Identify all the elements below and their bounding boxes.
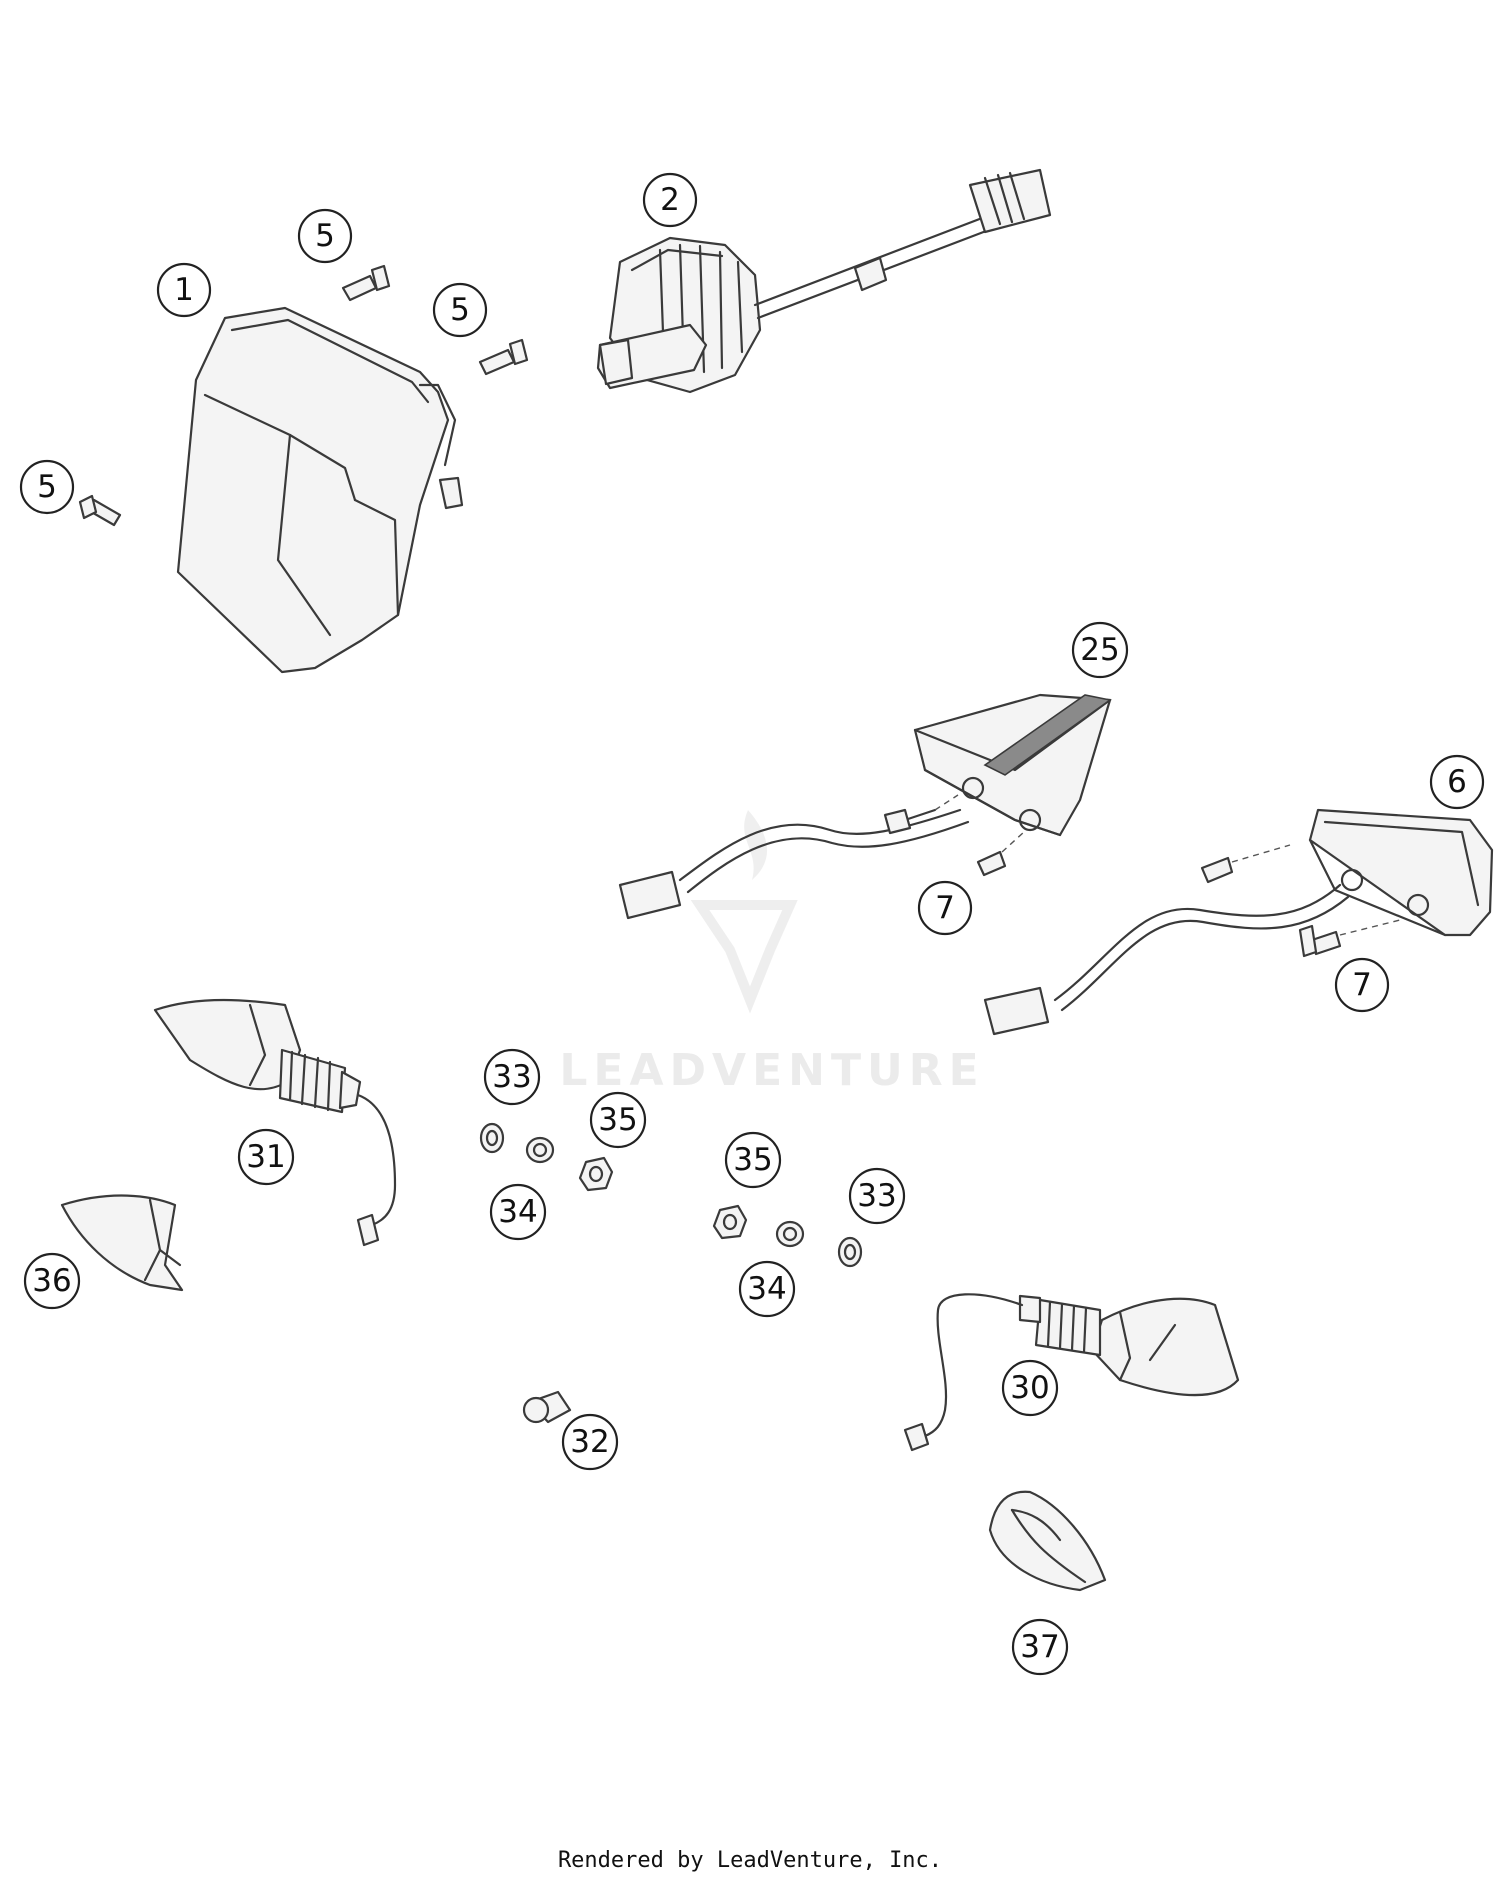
washer-34-left[interactable]	[525, 1136, 555, 1164]
indicator-bulb-32[interactable]	[522, 1390, 572, 1424]
callout-7-upper[interactable]: 7	[917, 880, 973, 936]
turn-signal-lens-37[interactable]	[988, 1490, 1107, 1592]
license-plate-light[interactable]	[618, 693, 1112, 920]
callout-25-label: 25	[1080, 632, 1119, 668]
screw-5-left[interactable]	[78, 494, 122, 527]
callout-6-label: 6	[1447, 764, 1467, 800]
callout-35-right[interactable]: 35	[724, 1131, 782, 1189]
turn-signal-30[interactable]	[903, 1293, 1240, 1452]
callout-37[interactable]: 37	[1011, 1618, 1069, 1676]
callout-1-label: 1	[174, 272, 194, 308]
washer-34-right[interactable]	[775, 1220, 805, 1248]
callout-7-lower[interactable]: 7	[1334, 957, 1390, 1013]
callout-35-left[interactable]: 35	[589, 1091, 647, 1149]
leadventure-watermark: LEADVENTURE	[559, 810, 984, 1096]
callout-7-upper-label: 7	[935, 890, 955, 926]
callout-30[interactable]: 30	[1001, 1359, 1059, 1417]
turn-signal-lens-36[interactable]	[60, 1194, 184, 1292]
callout-33-right[interactable]: 33	[848, 1167, 906, 1225]
callout-37-label: 37	[1020, 1629, 1059, 1665]
callout-32[interactable]: 32	[561, 1413, 619, 1471]
callout-35-left-label: 35	[598, 1102, 637, 1138]
callout-33-left[interactable]: 33	[483, 1048, 541, 1106]
callout-36[interactable]: 36	[23, 1252, 81, 1310]
callout-25[interactable]: 25	[1071, 621, 1129, 679]
callout-6[interactable]: 6	[1429, 754, 1485, 810]
callout-1[interactable]: 1	[156, 262, 212, 318]
callout-5-right[interactable]: 5	[432, 282, 488, 338]
callout-35-right-label: 35	[733, 1142, 772, 1178]
callout-5-top[interactable]: 5	[297, 208, 353, 264]
footer-credit: Rendered by LeadVenture, Inc.	[557, 1848, 943, 1873]
callout-32-label: 32	[570, 1424, 609, 1460]
callout-2[interactable]: 2	[642, 172, 698, 228]
screw-5-top[interactable]	[341, 264, 391, 302]
callout-5-top-label: 5	[315, 218, 335, 254]
turn-signal-31[interactable]	[153, 998, 397, 1247]
callout-34-left[interactable]: 34	[489, 1183, 547, 1241]
callout-33-left-label: 33	[492, 1059, 531, 1095]
callout-33-right-label: 33	[857, 1178, 896, 1214]
headlight-housing[interactable]	[176, 306, 464, 674]
washer-33-left[interactable]	[479, 1122, 505, 1154]
callout-5-left-label: 5	[37, 469, 57, 505]
callout-5-right-label: 5	[450, 292, 470, 328]
callout-31[interactable]: 31	[237, 1128, 295, 1186]
callout-5-left[interactable]: 5	[19, 459, 75, 515]
rear-tail-light[interactable]	[983, 808, 1494, 1036]
callout-31-label: 31	[246, 1139, 285, 1175]
callout-7-lower-label: 7	[1352, 967, 1372, 1003]
watermark-text: LEADVENTURE	[559, 1045, 984, 1096]
callout-34-right-label: 34	[747, 1271, 786, 1307]
callout-2-label: 2	[660, 182, 680, 218]
callout-34-left-label: 34	[498, 1194, 537, 1230]
callout-36-label: 36	[32, 1263, 71, 1299]
washer-33-right[interactable]	[837, 1236, 863, 1268]
nut-35-right[interactable]	[712, 1204, 748, 1240]
headlight-bulb-socket[interactable]	[596, 168, 1052, 394]
callout-30-label: 30	[1010, 1370, 1049, 1406]
screw-5-right[interactable]	[478, 338, 529, 376]
nut-35-left[interactable]	[578, 1156, 614, 1192]
callout-34-right[interactable]: 34	[738, 1260, 796, 1318]
